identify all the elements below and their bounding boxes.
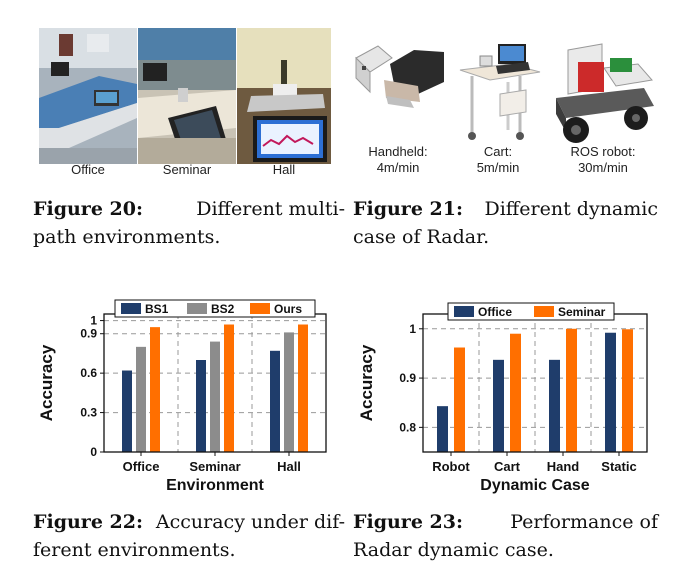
x-tick-label: Hall	[277, 459, 301, 474]
bar-office-static	[605, 332, 616, 452]
bar-ours-office	[150, 327, 160, 452]
y-tick-label: 0.9	[80, 327, 97, 341]
x-tick-label: Static	[601, 459, 636, 474]
legend-label-bs2: BS2	[211, 302, 235, 316]
fig21-caption-line1: Different dynamic	[484, 198, 659, 220]
bar-bs1-office	[122, 370, 132, 452]
bar-ours-hall	[298, 324, 308, 452]
y-tick-label: 1	[90, 314, 97, 328]
fig20-caption: Figure 20: Different multi- path environ…	[33, 195, 345, 251]
handheld-photo	[348, 28, 448, 128]
photo-label-office: Office	[71, 162, 105, 177]
fig22-caption-line2: ferent environments.	[33, 539, 236, 561]
fig20-caption-prefix: Figure 20:	[33, 198, 143, 220]
y-tick-label: 1	[409, 322, 416, 336]
photo-label-seminar: Seminar	[162, 162, 212, 177]
photo-label-handheld: Handheld: 4m/min	[348, 144, 448, 176]
y-tick-label: 0	[90, 445, 97, 459]
legend-label-ours: Ours	[274, 302, 302, 316]
office-photo	[39, 28, 137, 164]
photo-label-cart: Cart: 5m/min	[450, 144, 546, 176]
fig22-caption-line1: Accuracy under dif-	[155, 511, 345, 533]
fig21-caption: Figure 21: Different dynamic case of Rad…	[353, 195, 658, 251]
fig23-caption: Figure 23: Performance of Radar dynamic …	[353, 508, 658, 564]
bar-bs2-seminar	[210, 341, 220, 452]
handheld-label-line2: 4m/min	[376, 160, 420, 175]
legend-swatch-bs1	[121, 303, 141, 314]
legend-box	[447, 302, 615, 321]
bar-bs1-hall	[270, 350, 280, 452]
fig23-caption-prefix: Figure 23:	[353, 511, 463, 533]
y-axis-label: Accuracy	[37, 344, 56, 421]
legend-label-bs1: BS1	[145, 302, 169, 316]
x-axis-label: Environment	[166, 477, 264, 494]
fig23-caption-line1: Performance of	[510, 511, 658, 533]
bar-bs2-hall	[284, 332, 294, 452]
fig21-photos: Handheld: 4m/min Cart: 5m/min ROS robot:…	[348, 28, 658, 178]
photo-label-ros-robot: ROS robot: 30m/min	[548, 144, 658, 176]
bar-seminar-robot	[454, 347, 465, 452]
legend-swatch-seminar	[534, 306, 554, 317]
x-tick-label: Hand	[547, 459, 580, 474]
fig20-caption-line1: Different multi-	[196, 198, 345, 220]
legend: Office Seminar	[447, 302, 615, 321]
x-tick-label: Cart	[494, 459, 521, 474]
bar-ours-seminar	[224, 324, 234, 452]
ros-robot-label-line1: ROS robot:	[570, 144, 636, 159]
legend-label-office: Office	[478, 305, 512, 319]
legend-label-seminar: Seminar	[558, 305, 606, 319]
bar-seminar-cart	[510, 333, 521, 452]
legend-swatch-bs2	[187, 303, 207, 314]
bar-seminar-hand	[566, 328, 577, 452]
cart-photo	[450, 36, 546, 142]
cart-label-line2: 5m/min	[476, 160, 520, 175]
bar-bs2-office	[136, 346, 146, 452]
hall-photo	[237, 28, 331, 164]
legend-swatch-ours	[250, 303, 270, 314]
y-tick-label: 0.9	[399, 371, 416, 385]
bar-office-robot	[437, 406, 448, 452]
ros-robot-photo	[548, 36, 658, 146]
y-tick-label: 0.3	[80, 406, 97, 420]
fig22-caption: Figure 22: Accuracy under dif- ferent en…	[33, 508, 345, 564]
y-tick-label: 0.6	[80, 366, 97, 380]
ros-robot-label-line2: 30m/min	[578, 160, 628, 175]
fig21-caption-line2: case of Radar.	[353, 226, 490, 248]
handheld-label-line1: Handheld:	[368, 144, 428, 159]
fig20-photos: Office Seminar Hall	[39, 28, 331, 178]
x-tick-label: Robot	[432, 459, 470, 474]
y-tick-label: 0.8	[399, 420, 416, 434]
bar-bs1-seminar	[196, 360, 206, 452]
seminar-photo	[138, 28, 236, 164]
cart-label-line1: Cart:	[483, 144, 513, 159]
x-tick-label: Seminar	[189, 459, 240, 474]
legend-swatch-office	[454, 306, 474, 317]
fig20-caption-line2: path environments.	[33, 226, 221, 248]
photo-label-hall: Hall	[272, 162, 296, 177]
fig22-caption-prefix: Figure 22:	[33, 511, 143, 533]
bar-office-cart	[493, 359, 504, 452]
x-tick-label: Office	[123, 459, 160, 474]
x-axis-label: Dynamic Case	[480, 477, 589, 494]
legend: BS1 BS2 Ours	[114, 299, 316, 318]
bar-seminar-static	[622, 329, 633, 452]
fig21-caption-prefix: Figure 21:	[353, 198, 463, 220]
fig23-caption-line2: Radar dynamic case.	[353, 539, 554, 561]
y-axis-label: Accuracy	[357, 344, 376, 421]
bar-office-hand	[549, 359, 560, 452]
